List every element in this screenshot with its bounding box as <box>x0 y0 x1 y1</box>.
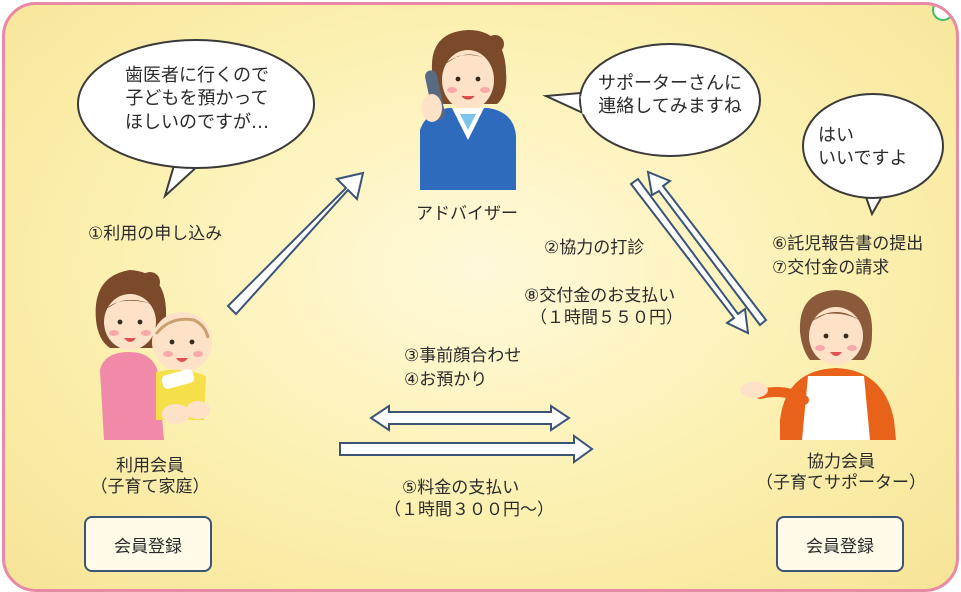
arrow-fee-payment <box>339 434 594 464</box>
supporter-figure <box>740 290 896 440</box>
advisor-bubble-line-1: サポーターさんに <box>598 73 742 94</box>
supporter-member-label-line-1: 協力会員 <box>807 452 875 472</box>
arrow-consult <box>629 177 750 335</box>
supporter-speech-bubble <box>802 93 944 217</box>
step-2-label: ②協力の打診 <box>544 238 645 258</box>
step-5-sub-label: （１時間３００円～） <box>384 500 554 520</box>
advisor-speech-bubble <box>542 43 761 157</box>
user-figure <box>95 270 212 440</box>
user-bubble-text: 歯医者に行くので 子どもを預かって ほしいのですが… <box>112 64 282 134</box>
step-8-sub-label: （１時間５５０円） <box>530 308 683 328</box>
step-1-label: ①利用の申し込み <box>88 224 223 244</box>
user-member-label-line-2: （子育て家庭） <box>90 477 210 498</box>
user-register-button[interactable]: 会員登録 <box>84 516 212 572</box>
arrow-meeting-double <box>369 404 571 432</box>
step-8-label: ⑧交付金のお支払い <box>524 286 676 306</box>
user-bubble-line-3: ほしいのですが… <box>125 111 269 133</box>
user-bubble-line-1: 歯医者に行くので <box>125 65 269 86</box>
user-speech-bubble <box>77 39 315 200</box>
supporter-member-label: 協力会員 （子育てサポーター） <box>746 452 936 495</box>
step-7-label: ⑦交付金の請求 <box>772 258 890 278</box>
step-4-label: ④お預かり <box>404 370 488 390</box>
arrow-report <box>646 170 768 327</box>
advisor-bubble-text: サポーターさんに 連絡してみますね <box>590 72 750 119</box>
user-member-label: 利用会員 （子育て家庭） <box>80 456 220 499</box>
user-member-label-line-1: 利用会員 <box>116 456 184 476</box>
supporter-bubble-line-2: いいですよ <box>818 148 908 170</box>
user-bubble-line-2: 子どもを預かって <box>125 88 269 110</box>
supporter-bubble-text: はい いいですよ <box>818 124 928 171</box>
advisor-figure <box>420 30 516 190</box>
step-5-label: ⑤料金の支払い <box>402 478 520 498</box>
step-3-label: ③事前顔合わせ <box>404 346 522 366</box>
advisor-bubble-line-2: 連絡してみますね <box>598 96 742 118</box>
supporter-bubble-line-1: はい <box>818 125 854 146</box>
step-6-label: ⑥託児報告書の提出 <box>772 234 924 254</box>
supporter-register-button[interactable]: 会員登録 <box>776 516 904 572</box>
advisor-label: アドバイザー <box>416 204 518 224</box>
arrow-application <box>226 171 365 316</box>
status-dot <box>932 5 954 21</box>
supporter-member-label-line-2: （子育てサポーター） <box>756 473 926 494</box>
